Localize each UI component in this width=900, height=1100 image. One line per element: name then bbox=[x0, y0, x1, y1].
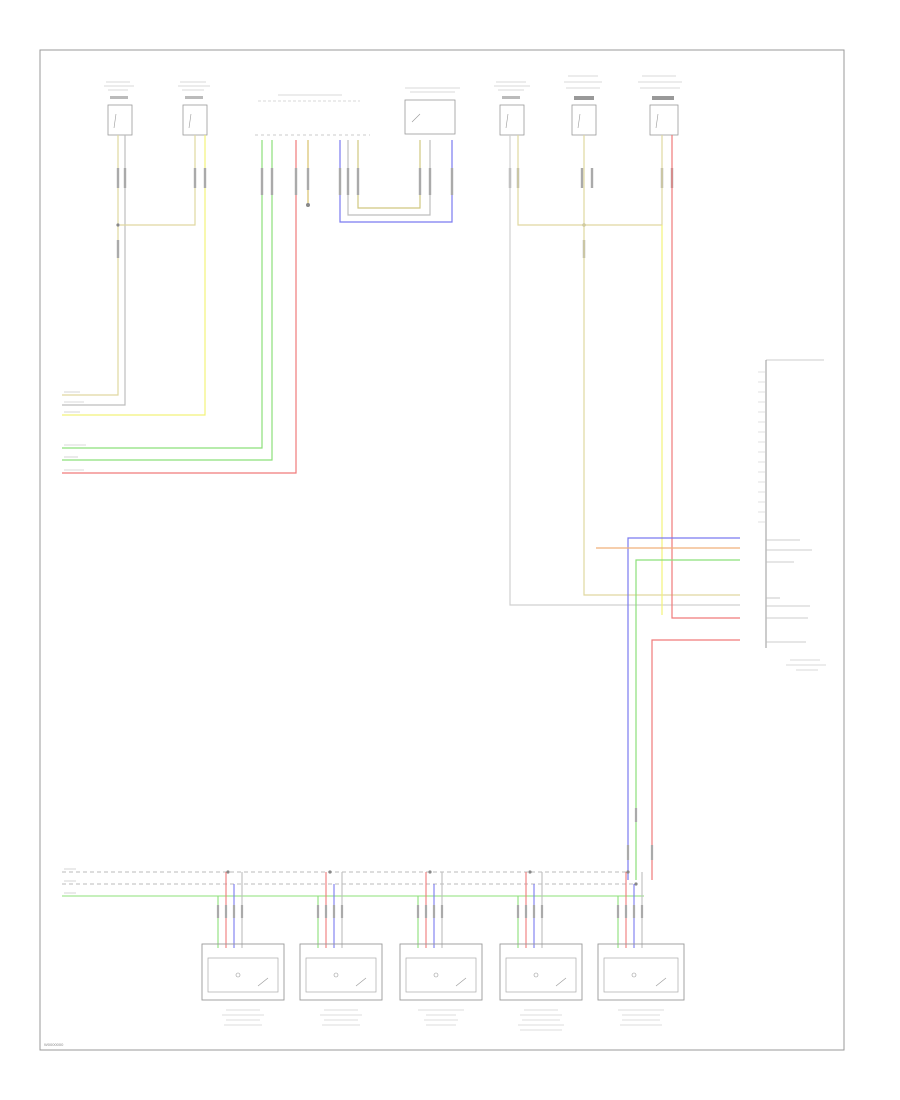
bus-left-labels bbox=[64, 868, 76, 894]
module-1 bbox=[201, 943, 285, 1001]
central-module-header bbox=[255, 94, 370, 136]
drop-connector-marks bbox=[216, 808, 654, 918]
bus-splices bbox=[226, 870, 638, 886]
inline-connector-marks bbox=[116, 168, 674, 258]
bottom-bus bbox=[62, 871, 644, 897]
module-3 bbox=[399, 943, 483, 1001]
wires-left-group bbox=[62, 135, 453, 474]
module-4 bbox=[499, 943, 583, 1001]
connector-middle-module bbox=[404, 87, 460, 135]
splice-middle bbox=[306, 203, 310, 207]
module-captions bbox=[222, 1009, 664, 1031]
wires-right-group bbox=[509, 135, 740, 880]
left-wire-labels bbox=[64, 391, 86, 471]
connector-right-1 bbox=[494, 81, 530, 136]
page-id: W0000000 bbox=[44, 1042, 64, 1047]
control-unit-connector bbox=[758, 359, 826, 671]
connector-right-3 bbox=[638, 75, 682, 136]
splice-left-1 bbox=[116, 223, 120, 227]
connector-left-front-1 bbox=[104, 80, 135, 136]
connector-left-front-2 bbox=[178, 81, 210, 136]
diagram-frame bbox=[39, 49, 845, 1051]
module-5 bbox=[597, 943, 685, 1001]
module-2 bbox=[299, 943, 383, 1001]
connector-right-2 bbox=[564, 75, 602, 136]
module-drops bbox=[217, 872, 643, 948]
